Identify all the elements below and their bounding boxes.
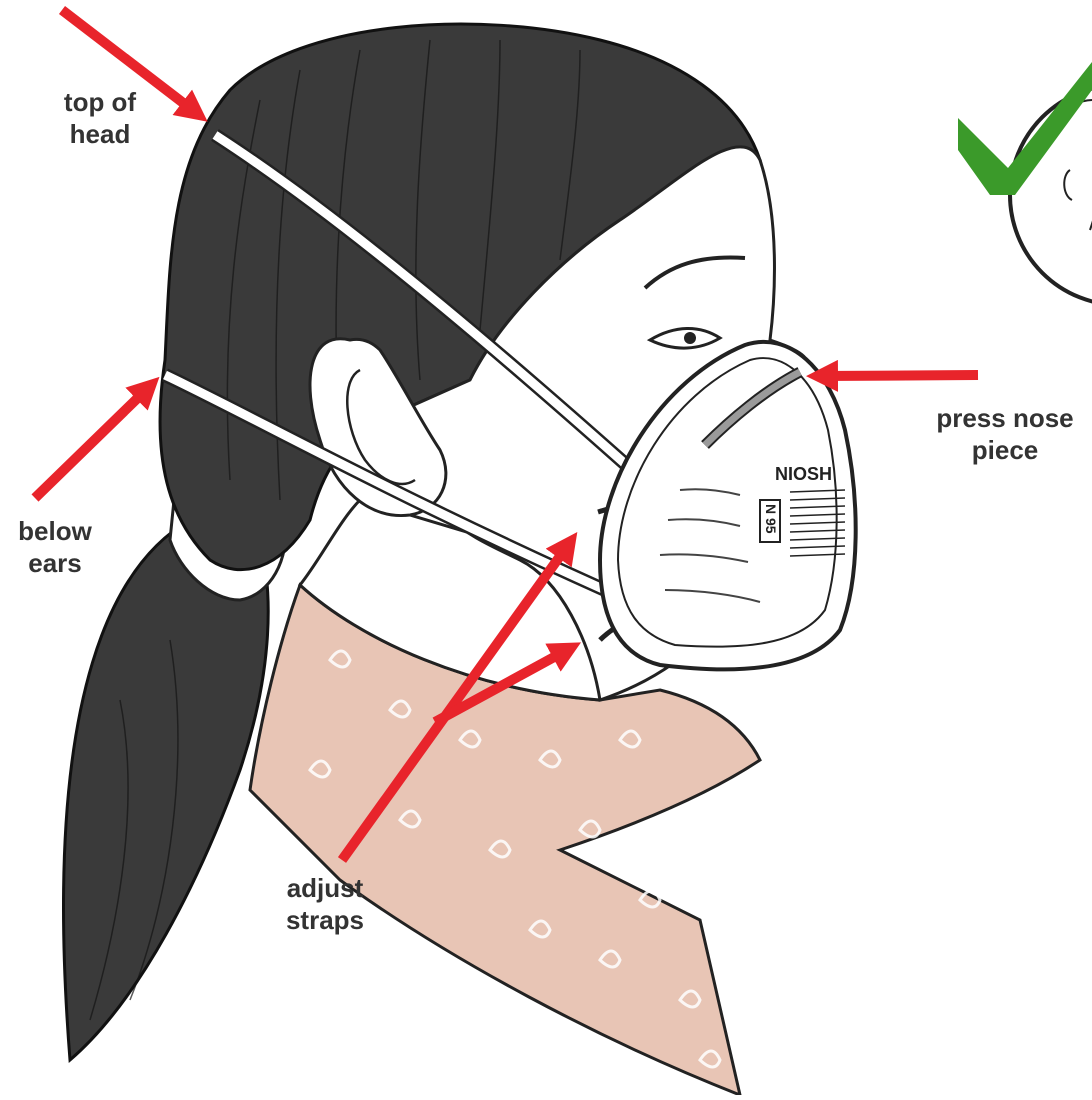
arrow-nose-piece: [822, 375, 978, 376]
correct-checkmark-icon: [958, 62, 1092, 305]
mask-brand: NIOSH: [775, 464, 832, 484]
mask-rating: N 95: [763, 504, 779, 534]
label-below-ears: below ears: [0, 515, 130, 579]
label-top-of-head: top of head: [20, 86, 180, 150]
arrow-below-ears: [35, 388, 148, 498]
label-press-nose-piece: press nose piece: [905, 402, 1092, 466]
label-adjust-straps: adjust straps: [255, 872, 395, 936]
